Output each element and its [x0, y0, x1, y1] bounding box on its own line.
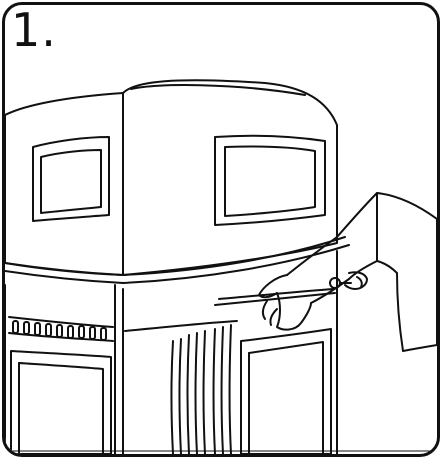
- step-number: 1.: [11, 7, 57, 53]
- receptacle-illustration: [5, 5, 437, 454]
- receptacle-lid-icon: [5, 80, 349, 283]
